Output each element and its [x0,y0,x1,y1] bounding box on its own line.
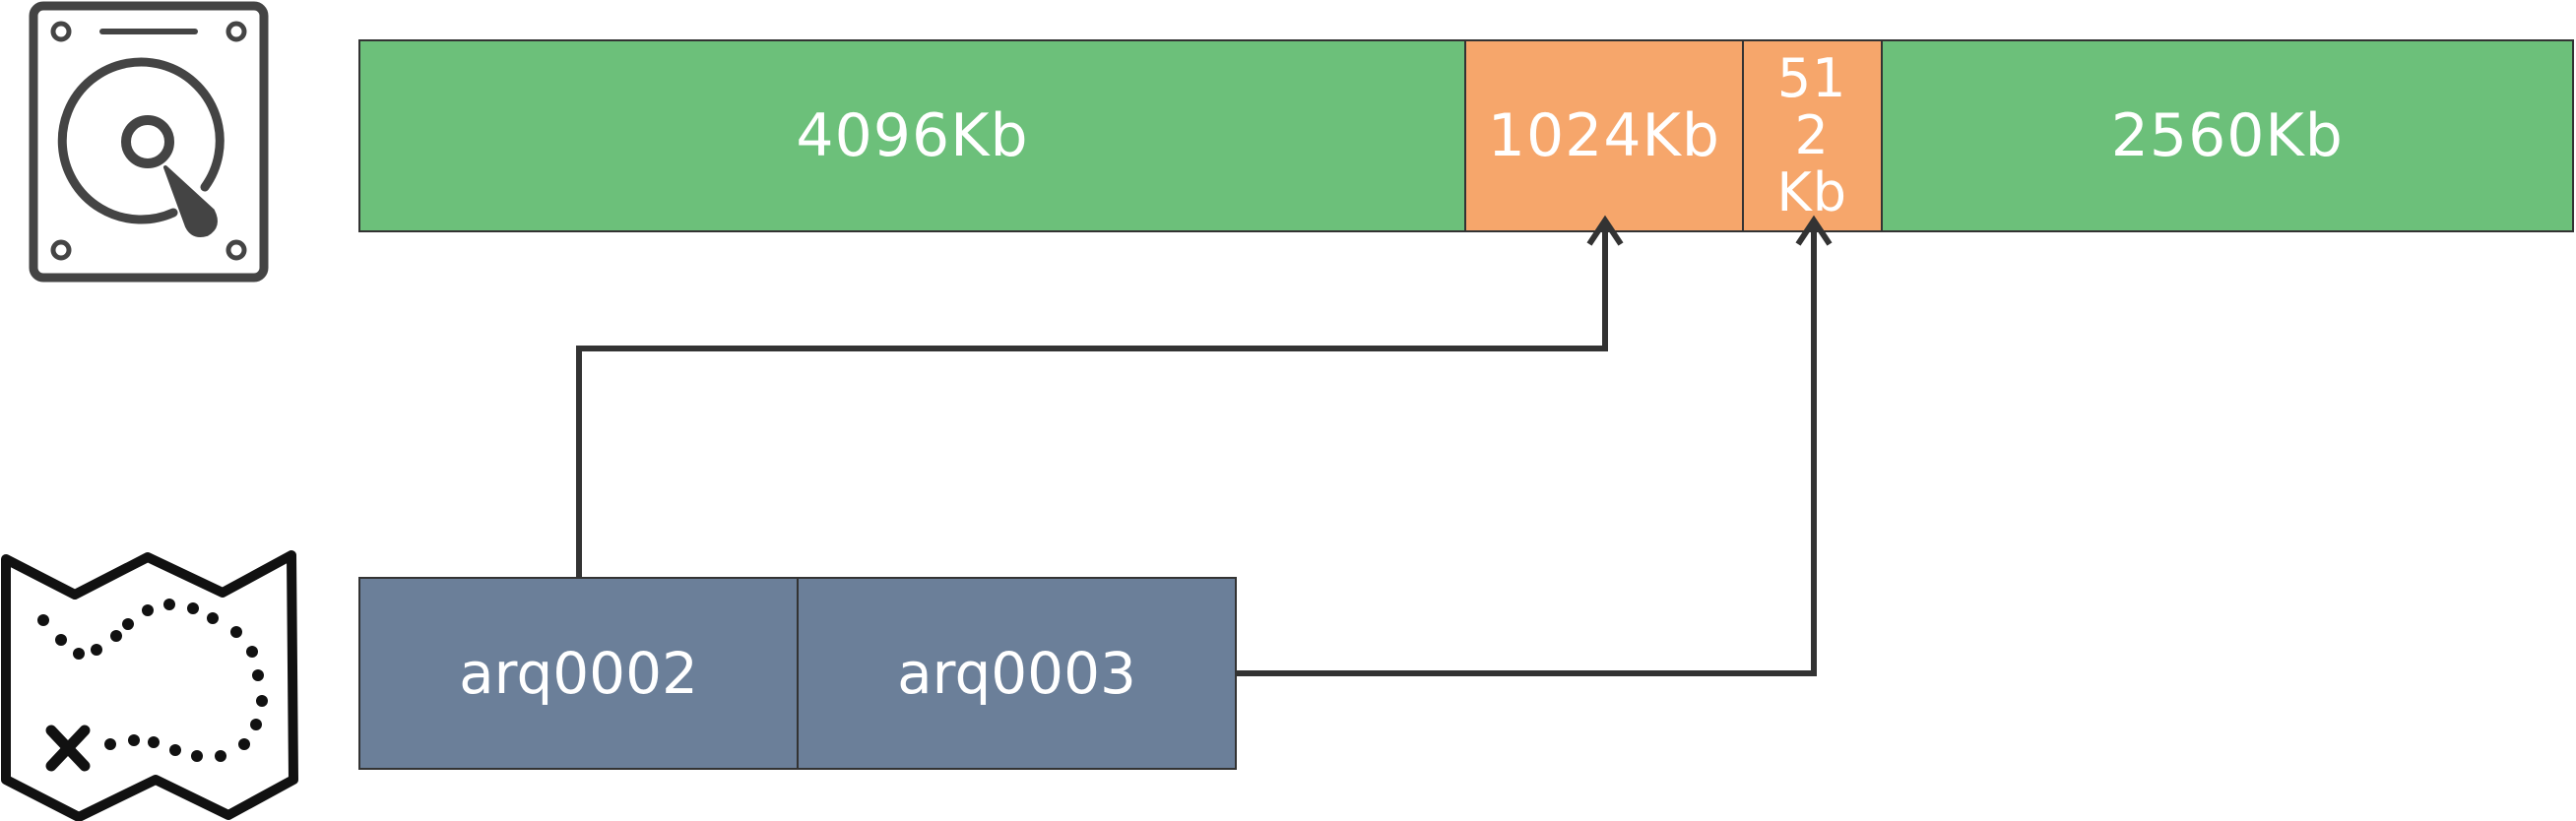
file-entry-arq0003: arq0003 [797,577,1237,770]
segment-label: 512 Kb [1776,47,1848,223]
disk-segment-used-512kb: 512 Kb [1743,39,1883,232]
disk-segment-free-4096kb: 4096Kb [358,39,1466,232]
file-table: arq0002 arq0003 [358,577,1238,770]
disk-segments-bar: 4096Kb 1024Kb 512 Kb 2560Kb [358,39,2574,232]
arrow-head-512kb [1795,215,1833,246]
arrow-arq0002-to-1024kb [576,221,1608,579]
segment-label: 2560Kb [2110,101,2344,170]
hard-disk-icon [29,1,269,283]
segment-label: 1024Kb [1487,101,1720,170]
disk-segment-free-2560kb: 2560Kb [1882,39,2574,232]
file-entry-arq0002: arq0002 [358,577,799,770]
file-label: arq0002 [459,640,698,707]
file-label: arq0003 [897,640,1136,707]
disk-segment-used-1024kb: 1024Kb [1466,39,1744,232]
map-icon [1,550,298,821]
arrow-arq0003-to-512kb [1236,221,1817,676]
arrow-head-1024kb [1586,215,1624,246]
segment-label: 4096Kb [796,101,1029,170]
